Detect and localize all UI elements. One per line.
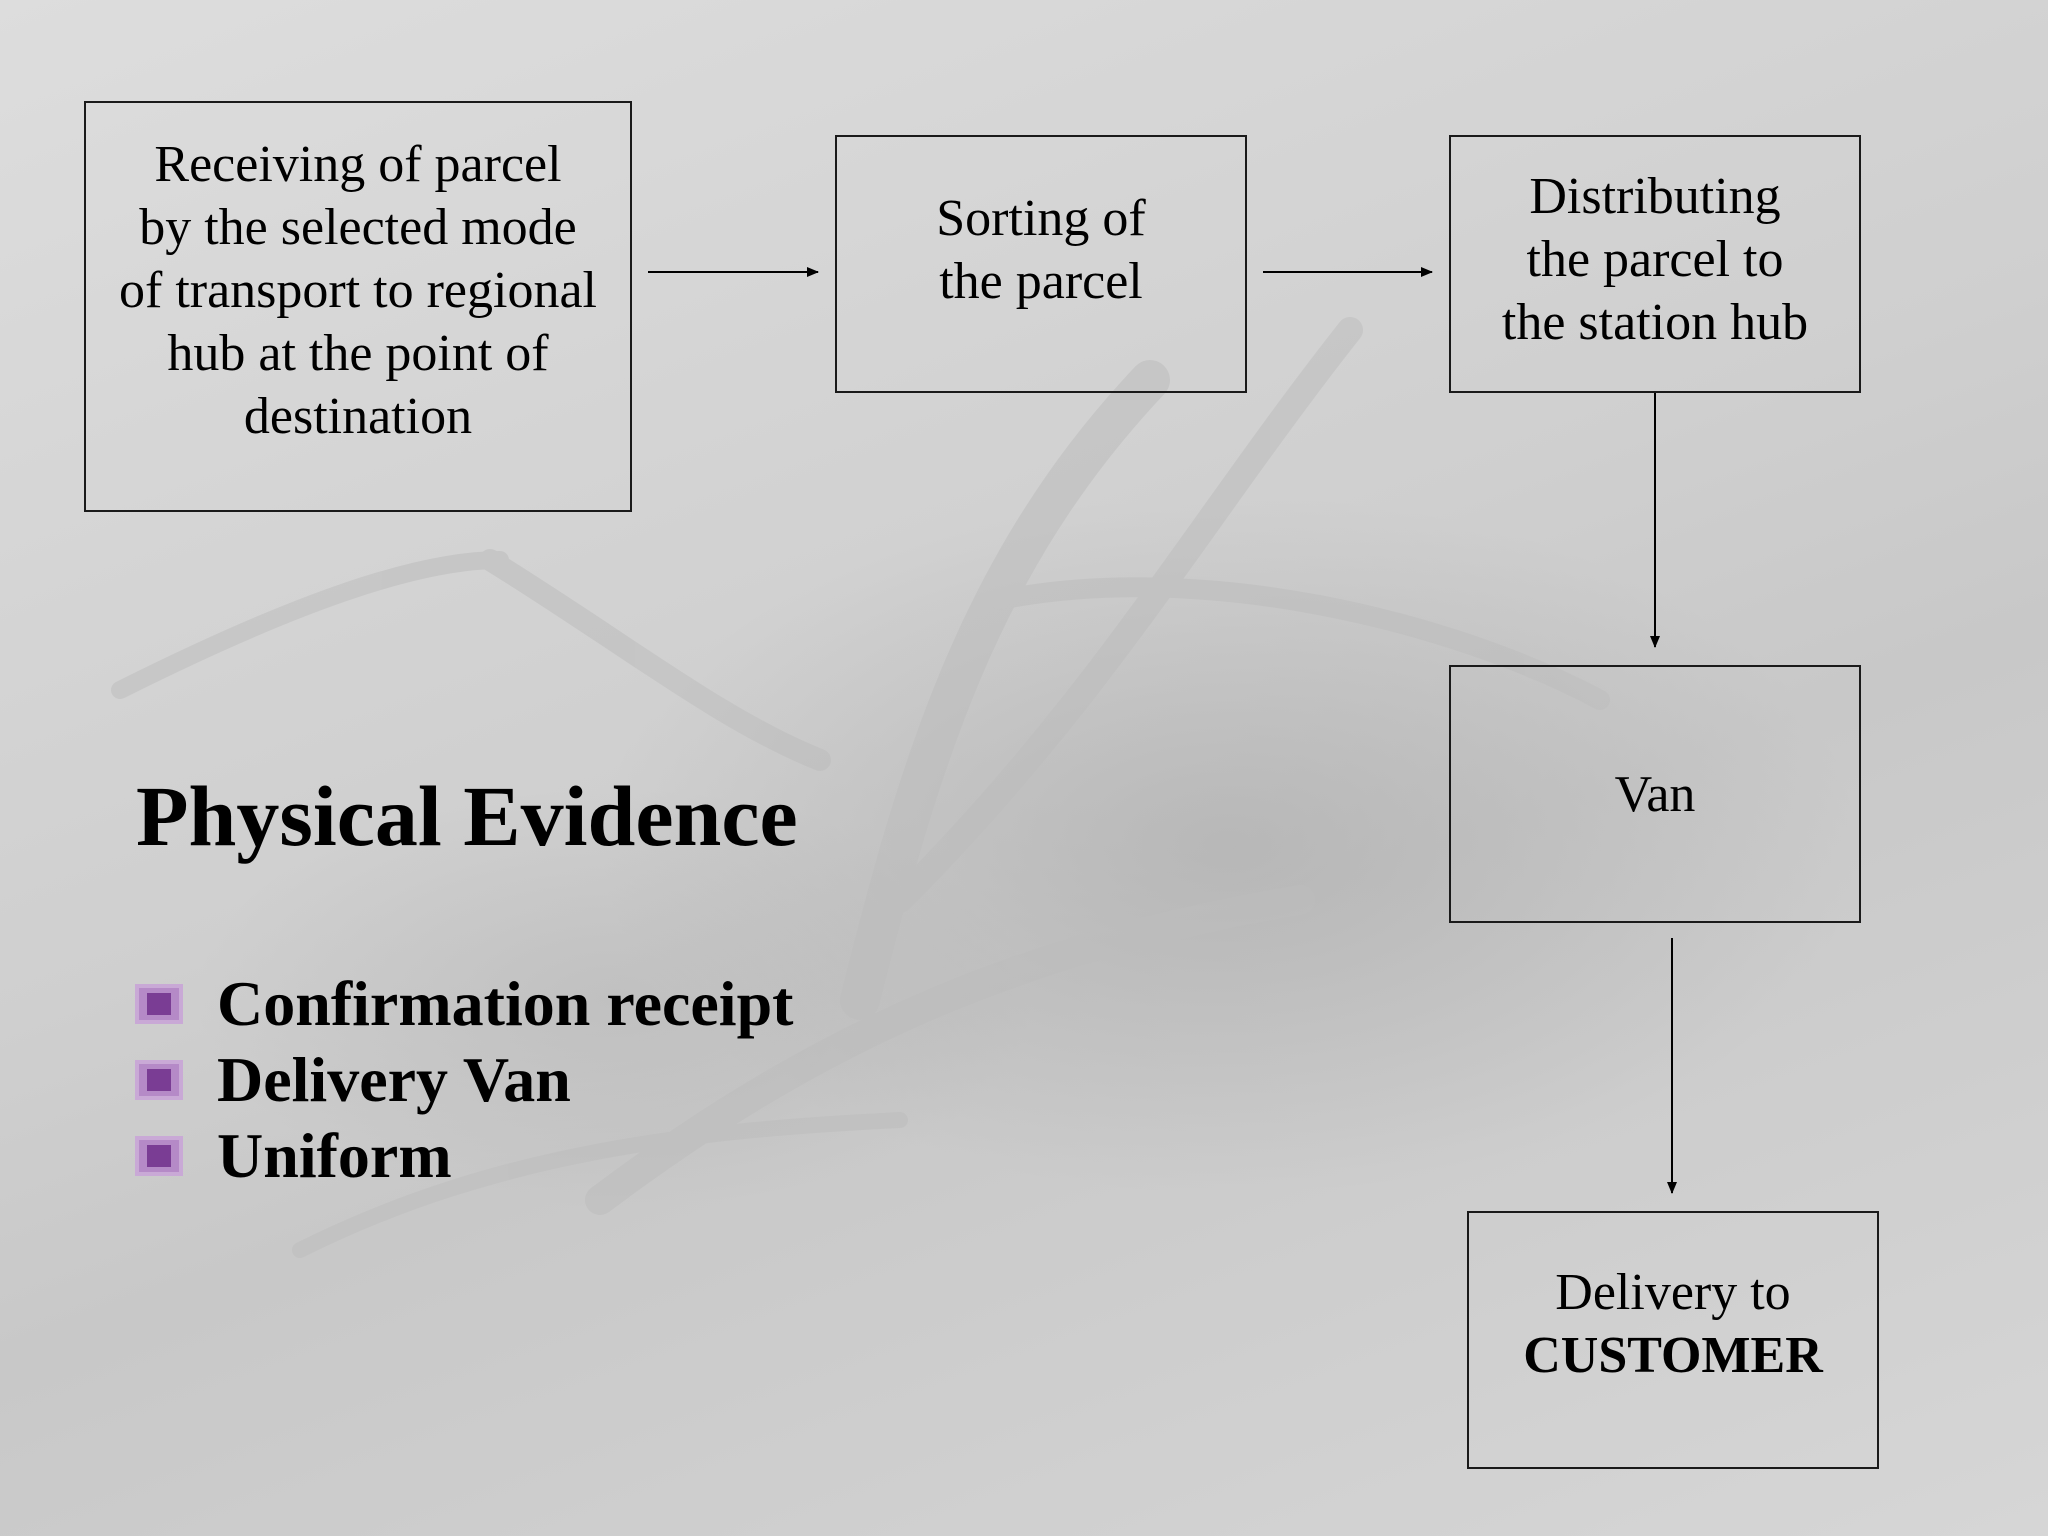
step-distributing-line-1: Distributing: [1529, 168, 1781, 225]
list-item: Delivery Van: [135, 1042, 793, 1118]
step-receiving-parcel: Receiving of parcel by the selected mode…: [84, 101, 632, 512]
step-distributing-line-2: the parcel to: [1526, 231, 1784, 288]
list-item-label: Confirmation receipt: [217, 968, 794, 1039]
list-item: Confirmation receipt: [135, 966, 793, 1042]
step-receiving-line-1: Receiving of parcel: [154, 136, 562, 193]
step-van-label: Van: [1614, 765, 1696, 823]
square-bullet-icon: [135, 1060, 183, 1100]
step-delivery-line-2: CUSTOMER: [1523, 1327, 1823, 1384]
list-item-label: Delivery Van: [217, 1044, 571, 1115]
list-item-label: Uniform: [217, 1120, 452, 1191]
step-distributing-parcel: Distributing the parcel to the station h…: [1449, 135, 1861, 393]
section-title: Physical Evidence: [136, 768, 798, 864]
step-delivery-line-1: Delivery to: [1555, 1264, 1791, 1321]
step-receiving-line-5: destination: [243, 388, 473, 445]
step-sorting-parcel: Sorting of the parcel: [835, 135, 1247, 393]
step-sorting-line-2: the parcel: [939, 253, 1143, 310]
step-receiving-line-4: hub at the point of: [167, 325, 549, 382]
step-sorting-line-1: Sorting of: [936, 190, 1146, 247]
step-receiving-line-3: of transport to regional: [119, 262, 597, 319]
evidence-list: Confirmation receipt Delivery Van Unifor…: [135, 966, 793, 1194]
step-delivery-to-customer: Delivery to CUSTOMER: [1467, 1211, 1879, 1469]
list-item: Uniform: [135, 1118, 793, 1194]
step-receiving-line-2: by the selected mode: [139, 199, 577, 256]
square-bullet-icon: [135, 984, 183, 1024]
square-bullet-icon: [135, 1136, 183, 1176]
step-distributing-line-3: the station hub: [1501, 294, 1809, 351]
step-van: Van: [1449, 665, 1861, 923]
